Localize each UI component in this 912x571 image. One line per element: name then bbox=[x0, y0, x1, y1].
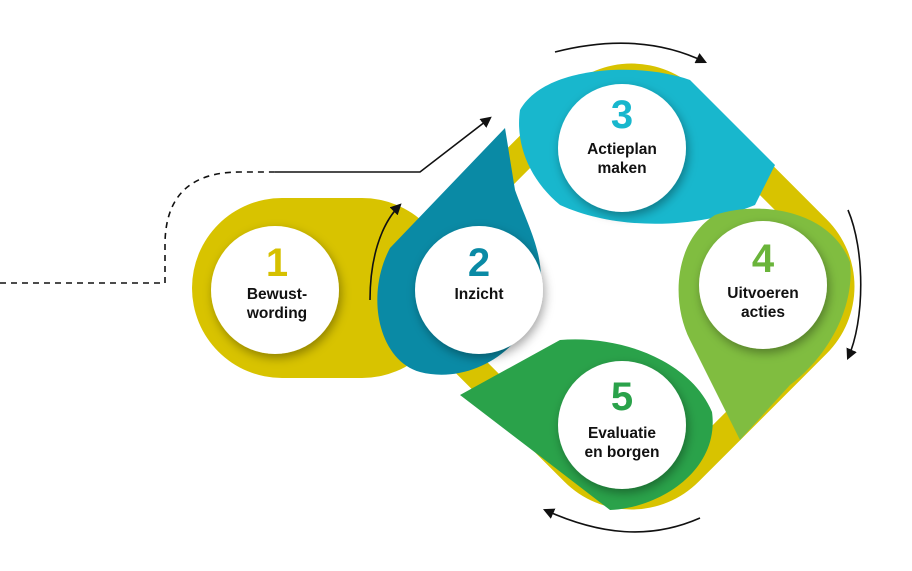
node-4-label-line1: Uitvoeren bbox=[727, 285, 799, 302]
node-3: 3 Actieplan maken bbox=[587, 93, 657, 177]
node-5-circle bbox=[558, 361, 686, 489]
node-3-circle bbox=[558, 84, 686, 212]
arrow-4-right bbox=[846, 209, 862, 361]
node-3-label-line1: Actieplan bbox=[587, 141, 657, 158]
node-2: 2 Inzicht bbox=[454, 241, 503, 303]
node-1-number: 1 bbox=[266, 241, 288, 285]
node-4: 4 Uitvoeren acties bbox=[727, 237, 799, 321]
arrow-1-to-2 bbox=[369, 203, 402, 301]
node-3-number: 3 bbox=[611, 93, 633, 137]
node-1-label-line2: wording bbox=[246, 305, 307, 322]
node-5-number: 5 bbox=[611, 375, 633, 419]
node-1-label-line1: Bewust- bbox=[247, 286, 307, 303]
node-4-number: 4 bbox=[752, 237, 775, 281]
node-1-circle bbox=[211, 226, 339, 354]
node-2-circle bbox=[415, 226, 543, 354]
node-2-label-line1: Inzicht bbox=[454, 286, 503, 303]
entry-dashed-path bbox=[0, 171, 275, 284]
node-3-label-line2: maken bbox=[597, 160, 646, 177]
node-4-label-line2: acties bbox=[741, 304, 785, 321]
node-5-label-line2: en borgen bbox=[585, 444, 660, 461]
arrow-entry-to-2 bbox=[275, 116, 492, 173]
node-5: 5 Evaluatie en borgen bbox=[585, 375, 660, 461]
node-2-number: 2 bbox=[468, 241, 490, 285]
node-5-label-line1: Evaluatie bbox=[588, 425, 656, 442]
arrow-5-bottom bbox=[542, 508, 701, 533]
node-4-circle bbox=[699, 221, 827, 349]
arrow-3-top bbox=[554, 42, 708, 64]
node-1: 1 Bewust- wording bbox=[246, 241, 307, 322]
